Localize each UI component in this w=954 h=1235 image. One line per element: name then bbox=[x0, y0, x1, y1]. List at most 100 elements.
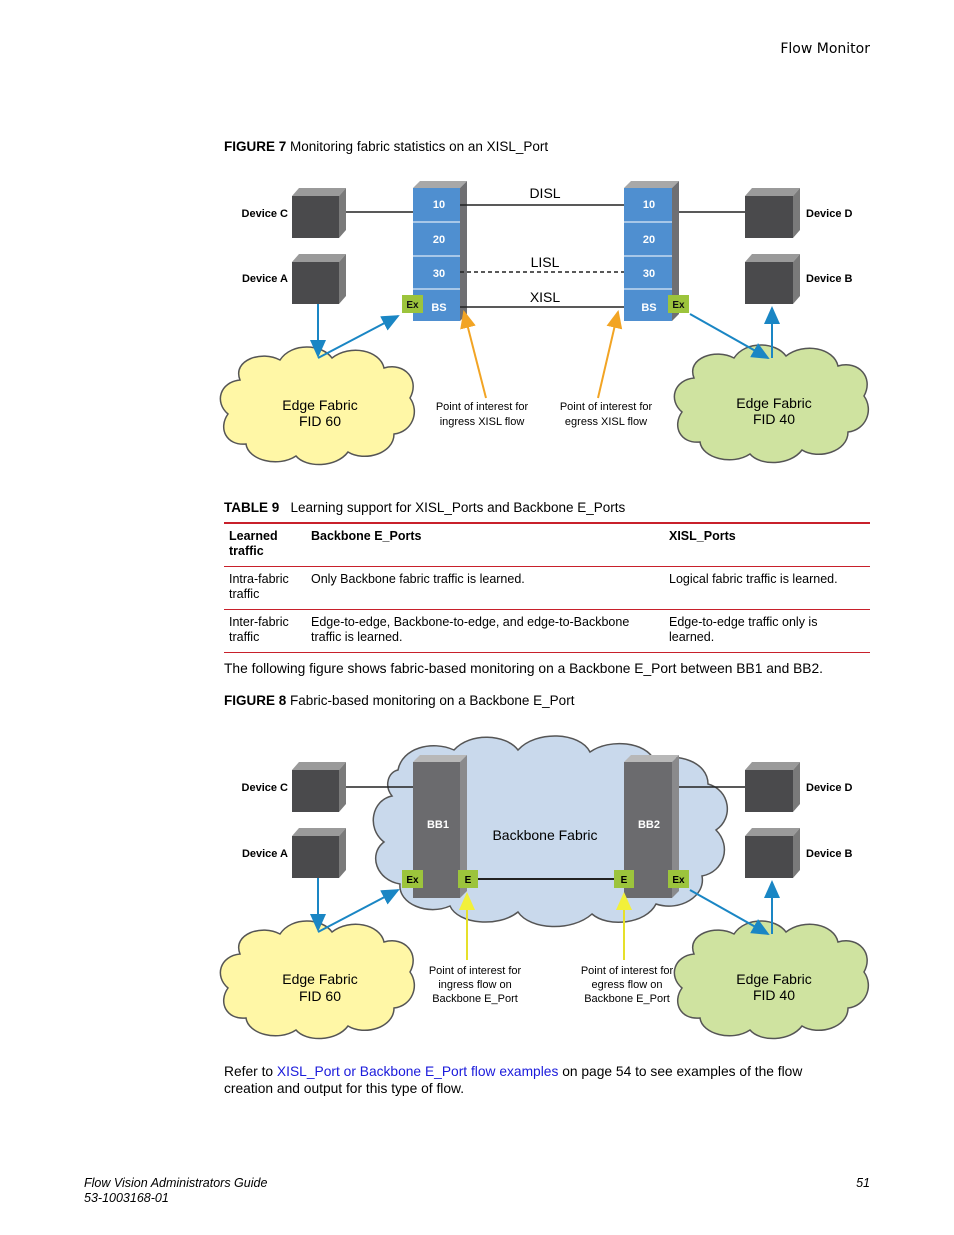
device-a-box bbox=[292, 254, 346, 304]
left-port-20: 20 bbox=[433, 234, 445, 246]
left-port-30: 30 bbox=[433, 268, 445, 280]
device-d-label: Device D bbox=[806, 208, 853, 220]
egress-note-line1: Point of interest for bbox=[560, 401, 653, 413]
ingress-note-line1: Point of interest for bbox=[429, 965, 522, 977]
flow-examples-link[interactable]: XISL_Port or Backbone E_Port flow exampl… bbox=[276, 1064, 559, 1079]
table9-caption-text: Learning support for XISL_Ports and Back… bbox=[290, 500, 626, 515]
bb2-label: BB2 bbox=[638, 819, 660, 831]
th-backbone-eports: Backbone E_Ports bbox=[311, 529, 422, 543]
left-cloud-line2: FID 60 bbox=[299, 988, 341, 1004]
footer-doc-id: 53-1003168-01 bbox=[84, 1191, 169, 1205]
footer-title: Flow Vision Administrators Guide bbox=[84, 1176, 268, 1190]
left-cloud-line2: FID 60 bbox=[299, 413, 341, 429]
right-ex-label: Ex bbox=[672, 300, 685, 311]
device-c-label: Device C bbox=[242, 208, 289, 220]
th-xisl-ports: XISL_Ports bbox=[669, 529, 736, 543]
left-ex-label: Ex bbox=[406, 300, 419, 311]
right-cloud-line2: FID 40 bbox=[753, 411, 795, 427]
intro-paragraph: The following figure shows fabric-based … bbox=[224, 661, 823, 676]
table-cell: Intra-fabric traffic bbox=[229, 572, 289, 601]
right-cloud-line1: Edge Fabric bbox=[736, 395, 811, 411]
bb1-ex-port-badge bbox=[402, 870, 423, 888]
bb2-ex-port-badge bbox=[668, 870, 689, 888]
bb1-label: BB1 bbox=[427, 819, 449, 831]
table-cell: Edge-to-edge traffic only is learned. bbox=[669, 615, 818, 644]
left-port-10: 10 bbox=[433, 199, 445, 211]
figure8-caption-text: Fabric-based monitoring on a Backbone E_… bbox=[290, 693, 575, 708]
refer-paragraph: Refer to XISL_Port or Backbone E_Port fl… bbox=[224, 1063, 844, 1097]
bb1-e-label: E bbox=[465, 875, 472, 886]
figure8-label: FIGURE 8 bbox=[224, 693, 287, 708]
bb2-ex-label: Ex bbox=[672, 875, 685, 886]
xisl-label: XISL bbox=[530, 289, 561, 305]
table9: Learned traffic Backbone E_Ports XISL_Po… bbox=[224, 522, 870, 653]
table-cell: Only Backbone fabric traffic is learned. bbox=[311, 572, 525, 586]
table9-label: TABLE 9 bbox=[224, 500, 280, 515]
right-port-bs: BS bbox=[641, 302, 656, 314]
ingress-point-arrow bbox=[460, 310, 487, 399]
right-port-10: 10 bbox=[643, 199, 655, 211]
backbone-label: Backbone Fabric bbox=[492, 827, 597, 843]
table-row: Inter-fabric traffic Edge-to-edge, Backb… bbox=[224, 609, 870, 653]
figure7-label: FIGURE 7 bbox=[224, 139, 287, 154]
bb1-ex-label: Ex bbox=[406, 875, 419, 886]
left-ex-port-badge bbox=[402, 295, 423, 313]
egress-note-line2: egress flow on bbox=[592, 979, 663, 991]
left-cloud-line1: Edge Fabric bbox=[282, 397, 357, 413]
table-row: Intra-fabric traffic Only Backbone fabri… bbox=[224, 566, 870, 610]
bb1-e-port-badge bbox=[458, 870, 478, 888]
right-switch bbox=[624, 181, 679, 321]
right-port-30: 30 bbox=[643, 268, 655, 280]
footer-page-number: 51 bbox=[856, 1176, 870, 1190]
right-cloud-line2: FID 40 bbox=[753, 987, 795, 1003]
device-b-label: Device B bbox=[806, 848, 853, 860]
right-cloud-line1: Edge Fabric bbox=[736, 971, 811, 987]
left-cloud-line1: Edge Fabric bbox=[282, 971, 357, 987]
bb2-e-port-badge bbox=[614, 870, 634, 888]
device-b-box bbox=[745, 828, 800, 878]
figure7-caption-text: Monitoring fabric statistics on an XISL_… bbox=[290, 139, 549, 154]
th-learned-traffic: Learned traffic bbox=[229, 529, 278, 558]
table-cell: Inter-fabric traffic bbox=[229, 615, 289, 644]
device-d-label: Device D bbox=[806, 782, 853, 794]
figure7-caption: FIGURE 7 Monitoring fabric statistics on… bbox=[224, 139, 548, 154]
disl-label: DISL bbox=[529, 185, 560, 201]
right-ex-port-badge bbox=[668, 295, 689, 313]
device-a-label: Device A bbox=[242, 273, 288, 285]
device-c-box bbox=[292, 188, 346, 238]
running-header: Flow Monitor bbox=[780, 41, 870, 57]
refer-prefix: Refer to bbox=[224, 1064, 277, 1079]
device-d-box bbox=[745, 188, 800, 238]
right-ex-to-cloud-arrow bbox=[689, 313, 770, 359]
refer-suffix: on page 54 to see examples of the flow bbox=[558, 1064, 803, 1079]
left-cloud-to-ex-arrow bbox=[317, 315, 400, 359]
lisl-label: LISL bbox=[531, 254, 560, 270]
device-a-box bbox=[292, 828, 346, 878]
table-cell: Logical fabric traffic is learned. bbox=[669, 572, 838, 586]
right-ex-to-cloud-arrow bbox=[689, 889, 770, 935]
device-c-box bbox=[292, 762, 346, 812]
bb2-switch bbox=[624, 755, 679, 898]
ingress-note-line1: Point of interest for bbox=[436, 401, 529, 413]
egress-note-line3: Backbone E_Port bbox=[584, 993, 670, 1005]
egress-point-arrow bbox=[597, 310, 623, 399]
left-port-bs: BS bbox=[431, 302, 446, 314]
device-a-label: Device A bbox=[242, 848, 288, 860]
device-b-box bbox=[745, 254, 800, 304]
figure8-caption: FIGURE 8 Fabric-based monitoring on a Ba… bbox=[224, 693, 574, 708]
left-cloud-to-ex-arrow bbox=[317, 889, 400, 933]
ingress-note-line2: ingress flow on bbox=[438, 979, 511, 991]
device-c-label: Device C bbox=[242, 782, 289, 794]
ingress-note-line2: ingress XISL flow bbox=[440, 416, 525, 428]
refer-line2: creation and output for this type of flo… bbox=[224, 1081, 465, 1096]
bb2-e-label: E bbox=[621, 875, 628, 886]
device-d-box bbox=[745, 762, 800, 812]
ingress-note-line3: Backbone E_Port bbox=[432, 993, 518, 1005]
table9-caption: TABLE 9 Learning support for XISL_Ports … bbox=[224, 500, 625, 515]
table-cell: Edge-to-edge, Backbone-to-edge, and edge… bbox=[311, 615, 630, 644]
device-b-label: Device B bbox=[806, 273, 853, 285]
egress-note-line1: Point of interest for bbox=[581, 965, 674, 977]
right-port-20: 20 bbox=[643, 234, 655, 246]
